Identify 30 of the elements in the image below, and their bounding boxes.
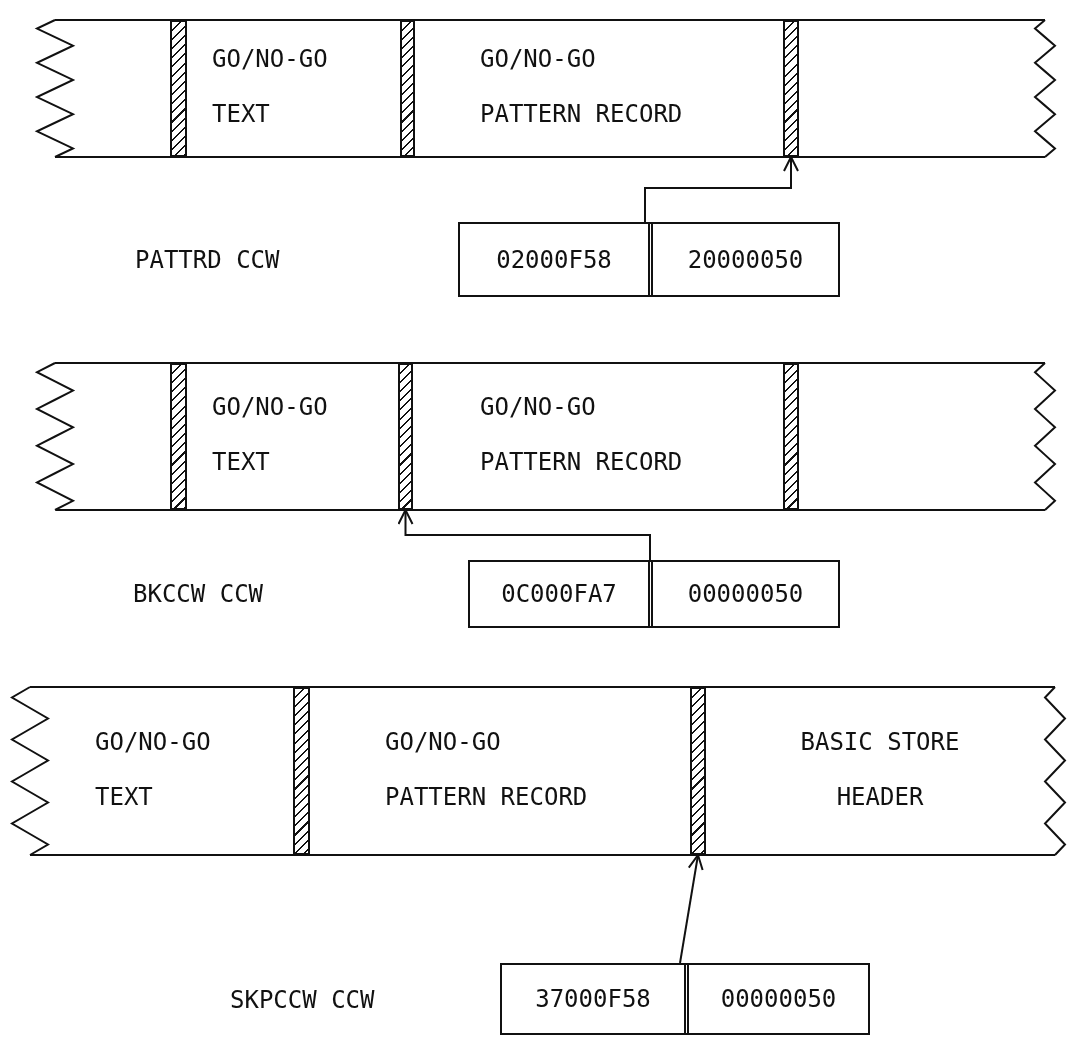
ccw-label: SKPCCW CCW <box>230 986 375 1014</box>
record-label: GO/NO-GO PATTERN RECORD <box>480 380 710 490</box>
hex-value: 00000050 <box>686 579 805 610</box>
hatched-bar <box>170 20 187 157</box>
record-label: GO/NO-GO TEXT <box>212 380 362 490</box>
hatched-bar <box>398 363 413 510</box>
record-label: GO/NO-GO TEXT <box>95 715 245 825</box>
hatched-bar <box>293 687 310 855</box>
ccw-label: BKCCW CCW <box>133 580 264 608</box>
hex-value: 02000F58 <box>460 224 653 295</box>
record-label: GO/NO-GO TEXT <box>212 32 362 142</box>
hatched-bar <box>783 20 799 157</box>
record-label: GO/NO-GO PATTERN RECORD <box>385 715 615 825</box>
hex-value: 00000050 <box>719 984 838 1015</box>
hex-value: 20000050 <box>686 244 805 276</box>
record-label: BASIC STORE HEADER <box>765 715 995 825</box>
arrow <box>644 156 799 223</box>
ccw-box <box>468 560 840 628</box>
hatched-bar <box>690 687 706 855</box>
hex-value: 37000F58 <box>502 965 689 1033</box>
hatched-bar <box>400 20 415 157</box>
arrow <box>397 509 651 561</box>
hatched-bar <box>783 363 799 510</box>
ccw-box <box>458 222 840 297</box>
ccw-label: PATTRD CCW <box>135 246 280 274</box>
hatched-bar <box>170 363 187 510</box>
ccw-box <box>500 963 870 1035</box>
arrow <box>679 854 704 964</box>
record-label: GO/NO-GO PATTERN RECORD <box>480 32 710 142</box>
hex-value: 0C000FA7 <box>470 562 653 626</box>
